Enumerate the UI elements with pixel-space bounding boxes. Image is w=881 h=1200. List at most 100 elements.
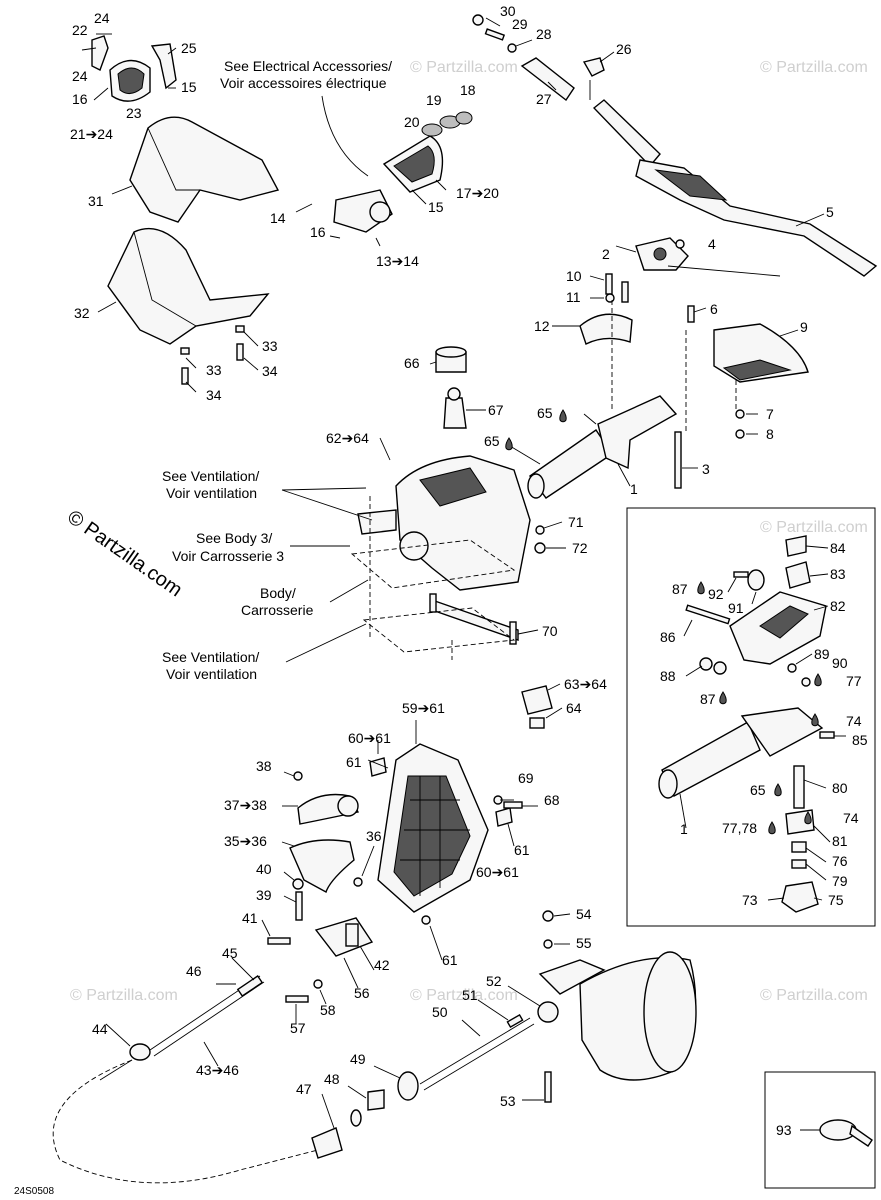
callout-62-64: 62➔64 bbox=[326, 430, 369, 446]
note-ventilation1-fr: Voir ventilation bbox=[166, 485, 257, 501]
nut-8-part bbox=[735, 429, 745, 439]
droplet-icon bbox=[768, 821, 776, 835]
droplet-icon bbox=[774, 783, 782, 797]
body-outline bbox=[362, 607, 516, 653]
droplet-icon bbox=[804, 811, 812, 825]
switch-plate-17-inner bbox=[393, 145, 435, 183]
callout-31: 31 bbox=[88, 193, 104, 209]
leader bbox=[375, 237, 381, 247]
leader bbox=[485, 17, 501, 27]
body3-outline bbox=[350, 539, 516, 589]
callout-65: 65 bbox=[537, 405, 553, 421]
cable-44-sheath bbox=[99, 1059, 133, 1081]
callout-82: 82 bbox=[830, 598, 846, 614]
top-cover-31-edge bbox=[147, 127, 200, 191]
detail-group bbox=[658, 535, 846, 913]
leader bbox=[283, 871, 295, 881]
bushing-42-part bbox=[345, 923, 359, 947]
leader bbox=[547, 683, 561, 691]
callout-87: 87 bbox=[700, 691, 716, 707]
bracket-82-inner bbox=[759, 605, 809, 639]
lever-56-part bbox=[314, 917, 374, 957]
reference-notes: See Electrical Accessories/ Voir accesso… bbox=[162, 58, 392, 682]
callout-38: 38 bbox=[256, 758, 272, 774]
callout-77: 77 bbox=[846, 673, 862, 689]
callout-87: 87 bbox=[672, 581, 688, 597]
column-1b-end bbox=[658, 769, 678, 799]
housing-23-inner bbox=[117, 67, 145, 94]
callout-77-78: 77,78 bbox=[722, 820, 757, 836]
callout-1: 1 bbox=[680, 821, 688, 837]
nut-51-part bbox=[506, 1013, 524, 1029]
callout-60-61: 60➔61 bbox=[476, 864, 519, 880]
cap-26-part bbox=[582, 57, 605, 77]
callout-15: 15 bbox=[181, 79, 197, 95]
support-62-top bbox=[419, 467, 487, 507]
knob-73-part bbox=[781, 881, 819, 913]
callout-35-36: 35➔36 bbox=[224, 833, 267, 849]
leader bbox=[507, 823, 515, 847]
leader bbox=[553, 913, 571, 917]
washer-48-part bbox=[350, 1109, 362, 1127]
sleeve-47-part bbox=[311, 1127, 343, 1159]
leader bbox=[243, 357, 259, 371]
handlebar-left-end bbox=[592, 99, 661, 168]
leader bbox=[359, 945, 375, 971]
faint-watermarks: © Partzilla.com © Partzilla.com © Partzi… bbox=[70, 59, 868, 1004]
callout-23: 23 bbox=[126, 105, 142, 121]
callout-labels: 24 22 25 24 15 16 23 21➔24 31 32 33 33 3… bbox=[70, 3, 868, 1138]
bracket-22-part bbox=[91, 35, 109, 71]
callout-49: 49 bbox=[350, 1051, 366, 1067]
leader bbox=[367, 759, 389, 769]
handlebar-5-clamp bbox=[654, 169, 728, 201]
faint-watermark: © Partzilla.com bbox=[760, 519, 868, 536]
callout-3: 3 bbox=[702, 461, 710, 477]
callout-20: 20 bbox=[404, 114, 420, 130]
leader bbox=[461, 1019, 481, 1037]
callout-67: 67 bbox=[488, 402, 504, 418]
callout-75: 75 bbox=[828, 892, 844, 908]
washer-89-part bbox=[787, 663, 797, 673]
droplet-icon bbox=[697, 581, 705, 595]
leader bbox=[185, 381, 197, 393]
callout-16: 16 bbox=[72, 91, 88, 107]
leader bbox=[111, 185, 133, 195]
bolt-3-part bbox=[674, 431, 682, 489]
nut-36-part bbox=[353, 877, 363, 887]
leader bbox=[685, 665, 703, 677]
fitting-49-part bbox=[397, 1071, 419, 1101]
washer-55-part bbox=[543, 939, 553, 949]
button-20-part bbox=[421, 123, 443, 137]
callout-24: 24 bbox=[94, 10, 110, 26]
leader bbox=[589, 275, 605, 281]
droplet-icon bbox=[811, 713, 819, 727]
callout-21-24: 21➔24 bbox=[70, 126, 113, 142]
leader bbox=[477, 999, 509, 1021]
callout-15: 15 bbox=[428, 199, 444, 215]
callout-56: 56 bbox=[354, 985, 370, 1001]
callout-73: 73 bbox=[742, 892, 758, 908]
nozzle-arm-part bbox=[538, 959, 606, 995]
leader bbox=[507, 985, 541, 1007]
callout-57: 57 bbox=[290, 1020, 306, 1036]
callout-68: 68 bbox=[544, 792, 560, 808]
leader bbox=[803, 779, 827, 789]
cable-path-dash bbox=[52, 1059, 319, 1184]
callout-9: 9 bbox=[800, 319, 808, 335]
callout-19: 19 bbox=[426, 92, 442, 108]
leader bbox=[693, 307, 707, 313]
bolt-57-part bbox=[285, 995, 309, 1003]
callout-65: 65 bbox=[484, 433, 500, 449]
leader bbox=[615, 245, 637, 253]
callout-6: 6 bbox=[710, 301, 718, 317]
leader bbox=[547, 81, 557, 91]
callout-5: 5 bbox=[826, 204, 834, 220]
callout-76: 76 bbox=[832, 853, 848, 869]
cable-end-44-part bbox=[129, 1043, 151, 1061]
callout-29: 29 bbox=[512, 16, 528, 32]
leader bbox=[809, 573, 829, 577]
washer-58-part bbox=[313, 979, 323, 989]
pin-67-head bbox=[447, 387, 461, 401]
note-arrow-ventilation bbox=[281, 487, 367, 491]
washer-72-part bbox=[534, 542, 546, 554]
